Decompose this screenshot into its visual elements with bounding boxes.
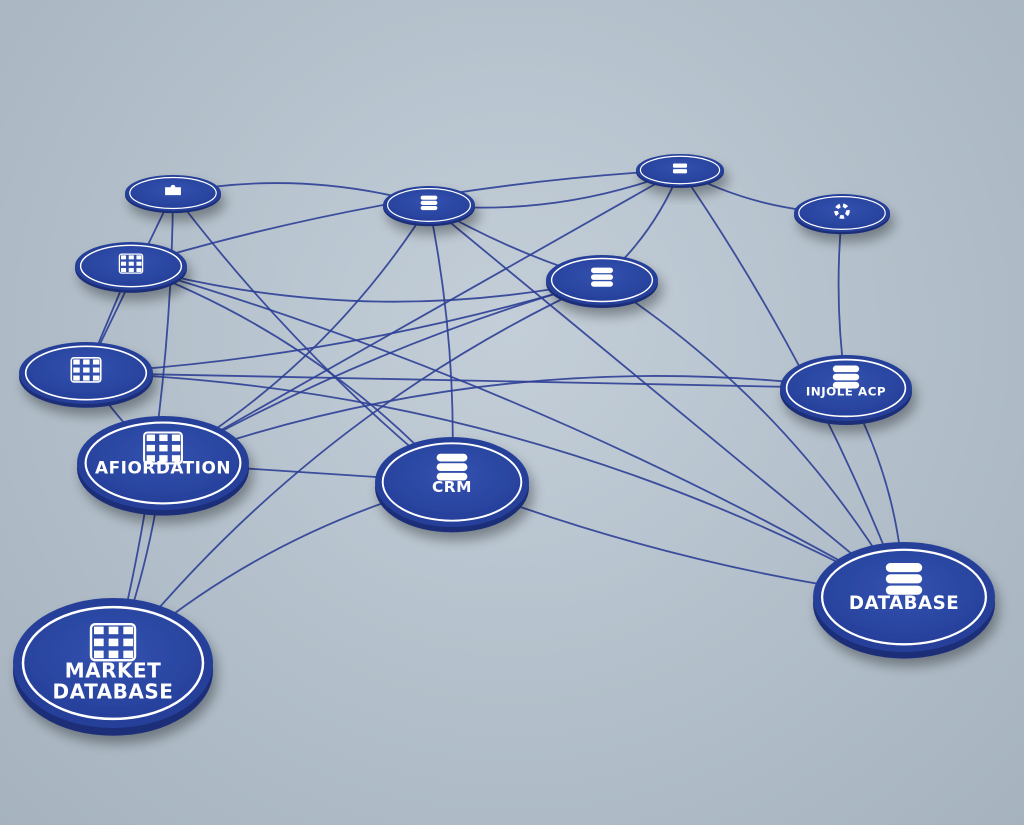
- node-face: [550, 257, 654, 303]
- node-label: CRM: [432, 478, 472, 496]
- server-rack-icon: [70, 357, 102, 383]
- connection-lines: [85, 169, 905, 664]
- server-icon: [672, 163, 688, 174]
- node-n4[interactable]: [794, 194, 890, 235]
- node-n10[interactable]: CRM: [375, 437, 529, 533]
- puzzle-icon: [165, 184, 181, 196]
- connection-line: [85, 279, 603, 374]
- node-n8[interactable]: INJOLE ACP: [780, 355, 912, 425]
- node-face: [21, 605, 205, 721]
- node-n5[interactable]: [75, 242, 187, 293]
- node-n9[interactable]: AFIORDATION: [77, 416, 249, 516]
- connection-line: [162, 375, 847, 464]
- connection-line: [601, 279, 905, 598]
- node-face: [79, 244, 183, 288]
- database-icon: [832, 365, 860, 389]
- node-face: [387, 188, 472, 222]
- node-n1[interactable]: [125, 175, 221, 214]
- database-icon: [591, 267, 613, 287]
- database-icon: [436, 453, 468, 481]
- node-n6[interactable]: [546, 255, 658, 308]
- node-label: INJOLE ACP: [806, 384, 886, 398]
- connection-line: [112, 279, 603, 664]
- server-rack-icon: [118, 253, 144, 274]
- connection-line: [85, 372, 905, 598]
- node-n2[interactable]: [383, 186, 475, 227]
- node-face: [24, 345, 148, 401]
- node-n7[interactable]: [19, 342, 153, 408]
- server-rack-icon: [143, 431, 183, 465]
- connection-line: [130, 265, 905, 598]
- gear-icon: [834, 203, 850, 219]
- node-n11[interactable]: DATABASE: [813, 542, 995, 659]
- node-face: [381, 442, 523, 522]
- connection-line: [162, 169, 681, 464]
- node-n3[interactable]: [636, 154, 724, 188]
- node-label: DATABASE: [53, 679, 174, 703]
- database-icon: [885, 563, 923, 595]
- connection-line: [85, 372, 847, 389]
- node-face: [798, 196, 886, 230]
- nodes-layer: INJOLE ACPAFIORDATIONCRMDATABASEMARKETDA…: [13, 154, 995, 736]
- node-face: [820, 548, 988, 646]
- database-icon: [420, 195, 438, 211]
- server-rack-icon: [89, 623, 137, 662]
- connection-line: [130, 265, 603, 303]
- node-label: MARKET: [65, 658, 162, 682]
- node-label: AFIORDATION: [95, 457, 231, 477]
- connection-line: [428, 204, 905, 598]
- node-label: DATABASE: [849, 593, 959, 614]
